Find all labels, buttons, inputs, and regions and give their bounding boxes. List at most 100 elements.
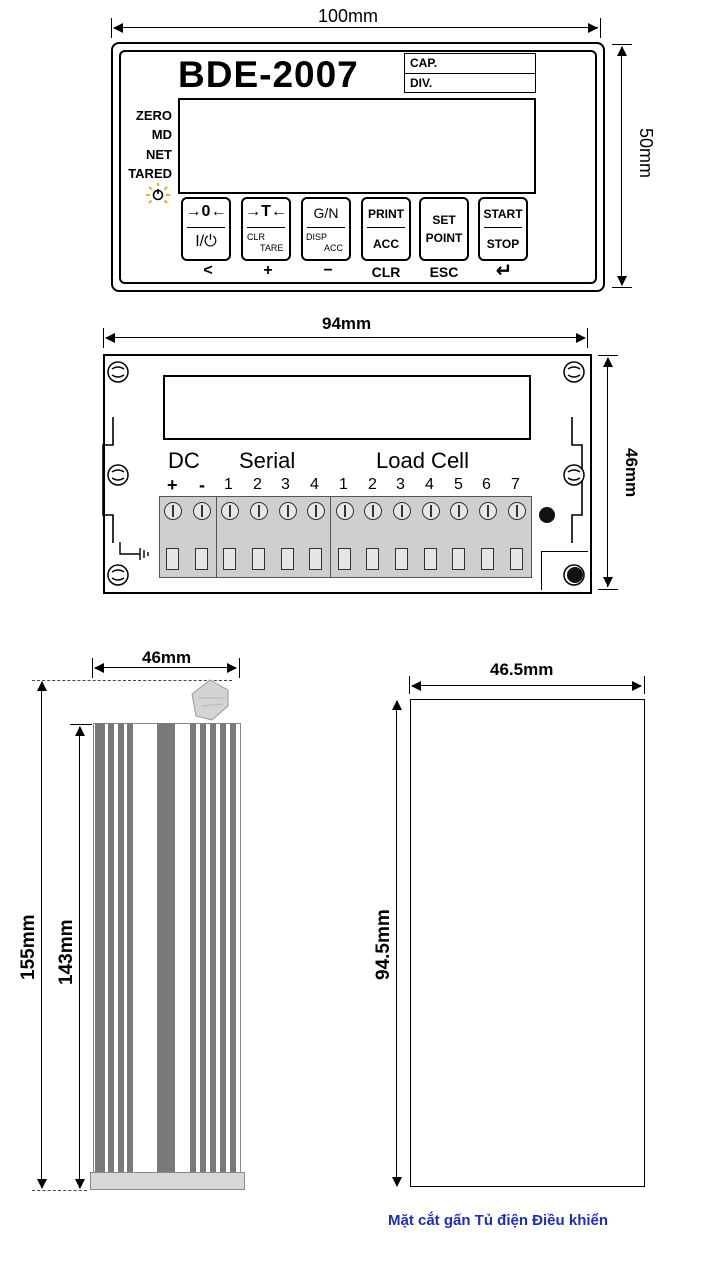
front-width-label: 100mm <box>318 6 379 26</box>
terminal-screw[interactable] <box>279 502 297 520</box>
status-net: NET <box>146 147 172 162</box>
terminal-screw[interactable] <box>508 502 526 520</box>
dim-tick <box>239 658 240 678</box>
arrow-left-icon <box>94 663 104 673</box>
status-md: MD <box>151 127 172 142</box>
dim-extension <box>32 680 232 681</box>
loadcell-7-label: 7 <box>511 476 520 493</box>
key-divider <box>247 227 285 228</box>
group-dc-label: DC <box>168 448 200 473</box>
indicator-dot <box>567 567 583 583</box>
dim-extension <box>32 1190 87 1191</box>
key-top-label: START <box>483 207 523 221</box>
screw-slot <box>401 505 403 517</box>
key-sub-clr: CLR <box>371 264 401 280</box>
terminal-screw[interactable] <box>250 502 268 520</box>
gross-net-key[interactable]: G/N DISP ACC <box>301 197 351 261</box>
terminal-socket <box>452 548 465 570</box>
terminal-screw[interactable] <box>336 502 354 520</box>
terminal-screw[interactable] <box>450 502 468 520</box>
arrow-left-icon <box>113 23 123 33</box>
indicator-dot <box>539 507 555 523</box>
terminal-screw[interactable] <box>479 502 497 520</box>
key-sub-plus: + <box>263 262 273 279</box>
terminal-screw[interactable] <box>422 502 440 520</box>
key-top-label: G/N <box>313 205 339 221</box>
weight-display <box>178 98 536 194</box>
dim-line <box>95 667 236 668</box>
screw-slot <box>258 505 260 517</box>
serial-4-label: 4 <box>310 476 319 493</box>
terminal-screw[interactable] <box>393 502 411 520</box>
group-serial-label: Serial <box>239 448 296 473</box>
left-clip <box>102 417 114 543</box>
terminal-screw[interactable] <box>364 502 382 520</box>
terminal-screw[interactable] <box>193 502 211 520</box>
terminal-screw[interactable] <box>164 502 182 520</box>
terminal-socket <box>424 548 437 570</box>
screw-icon <box>107 564 129 586</box>
key-top-label: SET <box>432 213 456 227</box>
dim-line <box>114 27 598 28</box>
arrow-down-icon <box>603 577 613 587</box>
dim-tick <box>111 18 112 38</box>
terminal-socket <box>366 548 379 570</box>
tare-clear-key[interactable]: →T← CLR TARE <box>241 197 291 261</box>
dc-plus-label: + <box>167 475 178 495</box>
loadcell-1-label: 1 <box>339 476 348 493</box>
key-sub-left: < <box>203 262 213 279</box>
terminal-screw[interactable] <box>307 502 325 520</box>
screw-slot <box>458 505 460 517</box>
side-total-length-label: 155mm <box>18 914 39 981</box>
housing-fin <box>190 723 196 1173</box>
cutout-rectangle <box>410 699 645 1187</box>
cutout-height-label: 94.5mm <box>373 909 394 980</box>
dim-line <box>412 685 641 686</box>
key-sub-enter: ↵ <box>495 260 513 282</box>
arrow-down-icon <box>75 1179 85 1189</box>
arrow-left-icon <box>411 681 421 691</box>
dim-tick <box>600 18 601 38</box>
front-height-label: 50mm <box>636 128 656 179</box>
terminal-socket <box>510 548 523 570</box>
key-small-right: TARE <box>260 243 284 253</box>
arrow-right-icon <box>576 333 586 343</box>
cap-div-box: CAP. DIV. <box>404 53 536 93</box>
arrow-down-icon <box>617 276 627 286</box>
dim-tick <box>70 724 92 725</box>
zero-power-key[interactable]: →0← I/⏻ <box>181 197 231 261</box>
key-small-left: DISP <box>306 232 328 242</box>
dim-line <box>79 727 80 1188</box>
terminal-socket <box>166 548 179 570</box>
dim-line <box>396 701 397 1186</box>
status-tared: TARED <box>128 166 172 181</box>
set-point-key[interactable]: SET POINT <box>419 197 469 261</box>
loadcell-3-label: 3 <box>396 476 405 493</box>
model-name: BDE-2007 <box>178 54 359 95</box>
key-bottom-label: POINT <box>425 231 463 245</box>
screw-icon <box>107 464 129 486</box>
loadcell-6-label: 6 <box>482 476 491 493</box>
dim-tick <box>92 658 93 678</box>
terminal-screw[interactable] <box>221 502 239 520</box>
dim-tick <box>598 589 618 590</box>
loadcell-4-label: 4 <box>425 476 434 493</box>
front-panel-frame <box>111 42 605 292</box>
connector-plug-icon <box>191 679 229 721</box>
arrow-down-icon <box>37 1179 47 1189</box>
key-top-label: →T← <box>245 203 287 220</box>
screw-slot <box>201 505 203 517</box>
group-loadcell-label: Load Cell <box>376 448 469 473</box>
arrow-left-icon <box>105 333 115 343</box>
print-acc-key[interactable]: PRINT ACC <box>361 197 411 261</box>
cutout-width-label: 46.5mm <box>490 660 554 679</box>
arrow-up-icon <box>75 726 85 736</box>
screw-slot <box>516 505 518 517</box>
key-divider <box>484 227 522 228</box>
start-stop-key[interactable]: START STOP <box>478 197 528 261</box>
terminal-socket <box>281 548 294 570</box>
housing-fin <box>118 723 124 1173</box>
terminal-socket <box>338 548 351 570</box>
dim-tick <box>103 328 104 348</box>
terminal-socket <box>252 548 265 570</box>
